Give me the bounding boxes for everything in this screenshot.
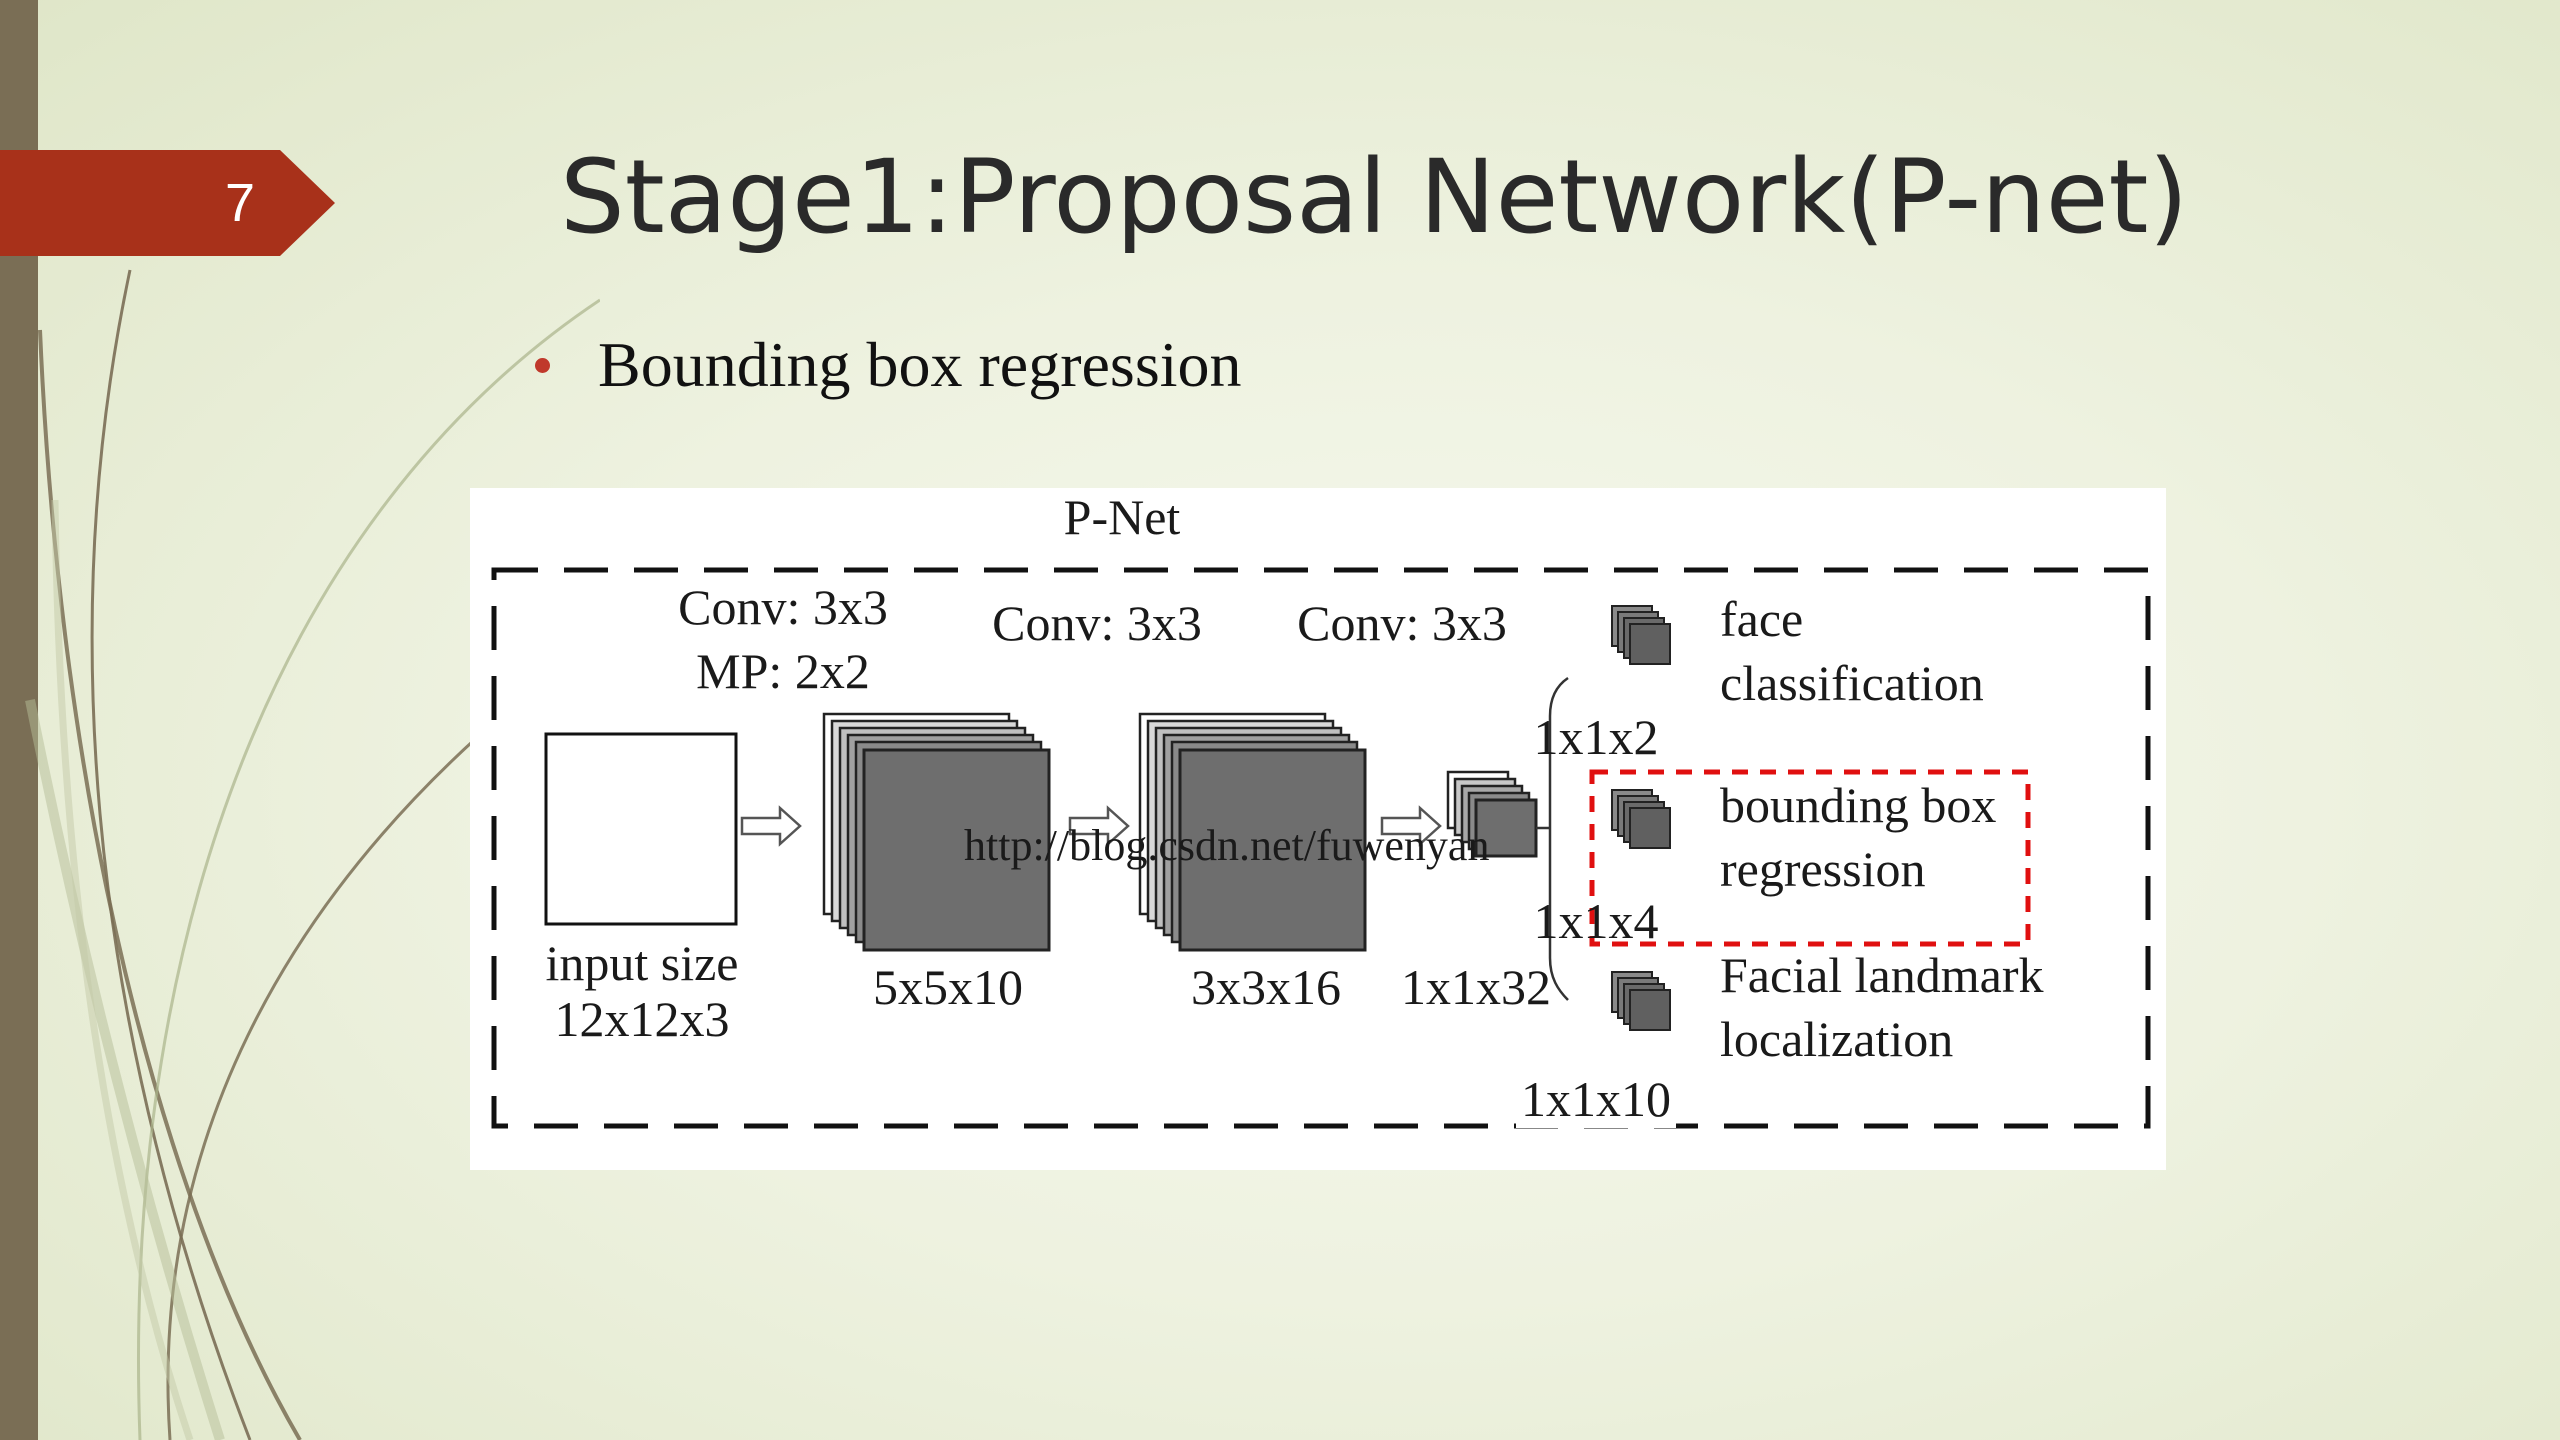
output-2-label-line2: regression [1720, 841, 1926, 897]
layer2-conv-label: Conv: 3x3 [992, 595, 1202, 651]
output-3-size: 1x1x10 [1521, 1071, 1671, 1127]
branch-brace [1548, 676, 1569, 1001]
input-size-value: 12x12x3 [555, 991, 730, 1047]
slide-number-tab-shape [0, 150, 335, 256]
bullet-item: Bounding box regression [535, 325, 1242, 405]
feature-map-1-size: 5x5x10 [873, 959, 1023, 1015]
layer3-conv-label: Conv: 3x3 [1297, 595, 1507, 651]
output-1-size: 1x1x2 [1534, 709, 1659, 765]
output-2-size: 1x1x4 [1534, 893, 1659, 949]
layer1-pool-label: MP: 2x2 [696, 643, 870, 699]
output-3-label-line1: Facial landmark [1720, 947, 2044, 1003]
output-3-size-bg [1516, 1066, 1676, 1128]
output-1-label-line2: classification [1720, 655, 1984, 711]
pnet-dashed-border [491, 567, 2151, 1129]
feature-map-3-size: 1x1x32 [1401, 959, 1551, 1015]
feature-map-2-size: 3x3x16 [1191, 959, 1341, 1015]
pnet-title: P-Net [1064, 489, 1181, 545]
output-1-label-line1: face [1720, 591, 1803, 647]
slide-number: 7 [224, 173, 256, 233]
feature-map-3 [1446, 770, 1538, 858]
layer1-conv-label: Conv: 3x3 [678, 579, 888, 635]
output-3-label-line2: localization [1720, 1011, 1953, 1067]
input-size-label: input size [545, 935, 738, 991]
pnet-diagram: P-Net Conv: 3x3 MP: 2x2 Conv: 3x3 Conv: … [470, 488, 2166, 1170]
slide-title: Stage1:Proposal Network(P-net) [560, 138, 2189, 257]
output-2-label-line1: bounding box [1720, 777, 1996, 833]
feature-map-2 [1138, 712, 1367, 952]
input-square [544, 732, 738, 926]
highlight-box [1589, 769, 2031, 947]
watermark: http://blog.csdn.net/fuwenyan [964, 821, 1489, 870]
slide-number-tab [0, 150, 335, 256]
bullet-text: Bounding box regression [598, 329, 1242, 400]
feature-map-1 [822, 712, 1051, 952]
bullet-dot-icon [535, 357, 550, 373]
